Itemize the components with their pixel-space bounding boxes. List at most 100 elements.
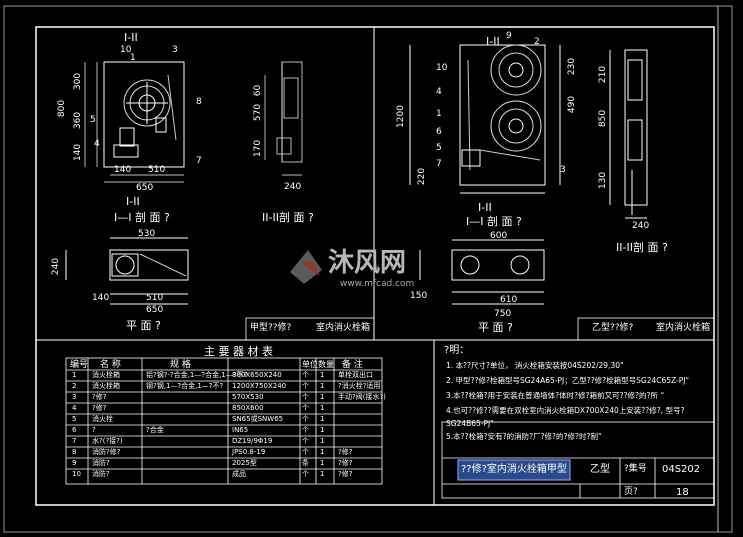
left-label-5: 5 [90,115,96,125]
left-front-caption: I—I 剖 面 ? [114,211,170,224]
notes-line-2: 2. 甲型??修?栓箱型号SG24A65-PJ；乙型??修?栓箱型号SG24C6… [446,376,690,385]
atlas-label: ?集号 [624,464,647,474]
table-cell: 800X650X240 [232,371,282,379]
table-cell: 1 [320,404,325,412]
dim-140v: 140 [73,143,84,162]
table-cell: ? [92,426,96,434]
table-cell: 个 [302,371,309,379]
table-remark: ?修? [338,470,353,478]
table-title: 主 要 器 材 表 [204,345,273,358]
right-label-5: 5 [436,143,442,153]
table-cell: 个 [302,437,309,445]
notes-line-1: 1. 本??尺寸?单位， 消火栓箱安装按04S202/29,30“ [446,361,624,370]
table-remark: ?消火栓?适用 [338,382,381,390]
table-remark: 手动?阀(接水?) [338,393,386,401]
title-main: ??修?室内消火栓箱甲型 [461,464,567,475]
table-header-remark: 备 注 [342,360,363,370]
table-cell: 1 [320,371,325,379]
right-section-mark-top: I-II [486,35,500,48]
watermark-brand: 沐风网 [328,248,407,278]
table-cell: 钢?钢,1—?合金,1—?不? [146,382,224,390]
dim-210: 210 [598,65,609,84]
table-cell: 570X530 [232,393,264,401]
right-label-2: 2 [534,37,540,47]
left-type-label: 甲型??修? [250,323,292,333]
table-cell: 个 [302,448,309,456]
right-plan-caption: 平 面 ? [478,321,513,334]
left-label-8: 8 [196,97,202,107]
left-label-4: 4 [94,139,100,149]
table-cell: 消防?修? [92,448,121,456]
right-side-view [609,49,648,219]
table-cell: IN65 [232,426,249,434]
table-cell: 6 [72,426,77,434]
drawing-border [35,26,715,506]
left-section-mark-bottom: I-II [126,195,140,208]
right-plan-view [419,239,545,305]
right-label-9: 9 [506,31,512,41]
dim-650b: 650 [146,305,164,315]
table-cell: 4 [72,404,77,412]
table-cell: 个 [302,393,309,401]
table-cell: JPS0.8-19 [232,448,266,456]
table-remark: ?修? [338,459,353,467]
dim-610: 610 [500,295,518,305]
left-label-1: 1 [130,53,136,63]
table-header-name: 名 称 [100,360,121,370]
left-label-3: 3 [172,45,178,55]
table-cell: 成品 [232,470,246,478]
table-cell: 1 [320,426,325,434]
table-cell: 1 [320,382,325,390]
title-sub: 乙型 [590,464,610,475]
table-cell: 个 [302,470,309,478]
left-plan-view [65,237,189,305]
table-cell: 消火栓箱 [92,382,120,390]
notes-line-5: SG24B65-PJ“ [446,419,494,428]
table-cell: DZ19/9Φ19 [232,437,273,445]
table-cell: 个 [302,382,309,390]
table-cell: 1 [320,415,325,423]
dim-130: 130 [598,171,609,190]
table-cell: 8 [72,448,77,456]
dim-490: 490 [567,95,578,114]
table-cell: 10 [72,470,81,478]
dim-300: 300 [73,72,84,91]
dim-140b: 140 [92,293,110,303]
dim-140: 140 [114,165,132,175]
table-remark: ?修? [338,448,353,456]
dim-240: 240 [284,182,302,192]
right-front-view [409,44,561,194]
table-cell: 1 [320,448,325,456]
dim-1200: 1200 [395,105,406,128]
dim-170: 170 [253,139,264,158]
dim-650: 650 [136,183,154,193]
table-header-qty: 数量 [318,360,334,369]
title-highlight [457,459,571,481]
dim-360: 360 [73,111,84,130]
table-cell: 消火栓 [92,415,113,423]
right-side-caption: II-II剖 面 ? [616,241,668,254]
table-cell: 消火栓箱 [92,371,120,379]
table-header-no: 编号 [70,360,89,370]
right-type-label: 乙型??修? [592,323,634,333]
left-section-mark-top: I-II [124,31,138,44]
right-label-4: 4 [436,87,442,97]
notes-heading: ?明： [444,345,470,356]
table-cell: 1 [72,371,77,379]
right-label-7: 7 [436,159,442,169]
table-cell: 850X600 [232,404,264,412]
atlas-number: 04S202 [662,464,701,475]
left-front-view [103,61,185,168]
dim-570: 570 [253,103,264,122]
dim-510b: 510 [146,293,164,303]
table-cell: 1 [320,470,325,478]
table-cell: 5 [72,415,77,423]
dim-150: 150 [410,291,428,301]
left-side-caption: II-II剖 面 ? [262,211,314,224]
table-header-spec: 规 格 [170,360,191,370]
page-number: 18 [676,487,689,498]
table-cell: 个 [302,426,309,434]
table-cell: 个 [302,404,309,412]
table-cell: 9 [72,459,77,467]
table-cell: 1200X750X240 [232,382,287,390]
